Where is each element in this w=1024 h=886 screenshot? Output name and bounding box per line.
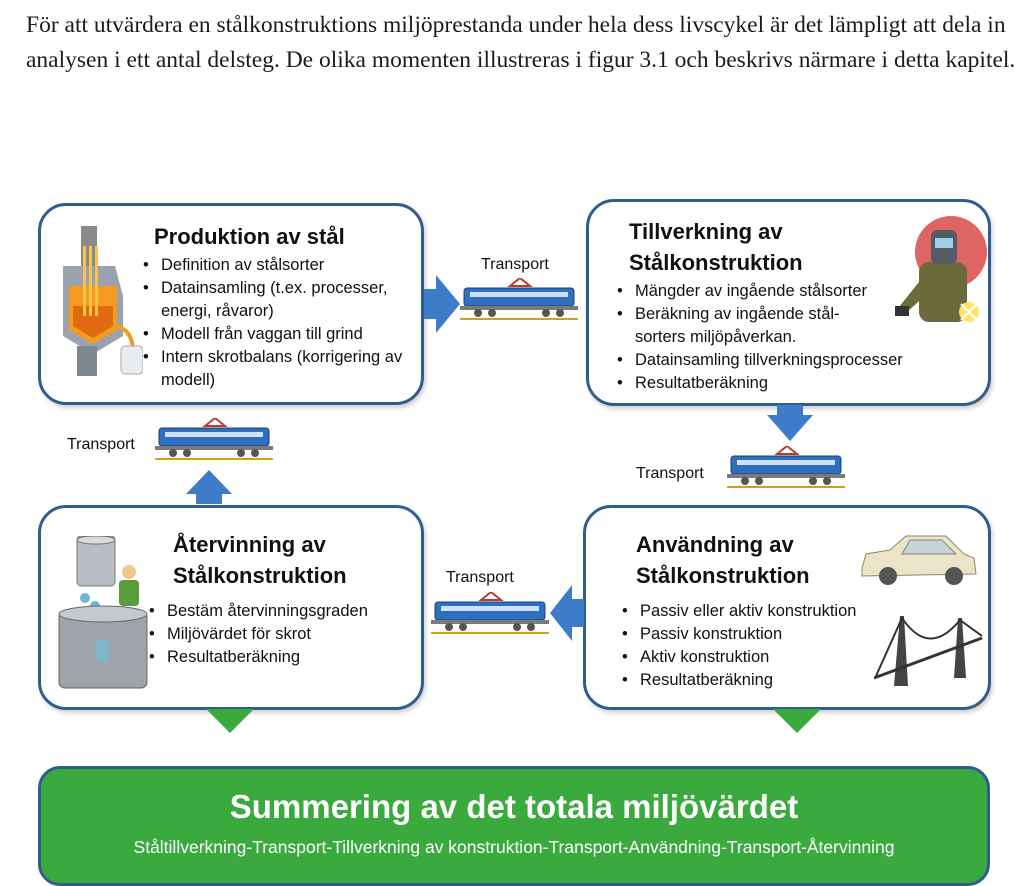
box-produktion: Produktion av stål Definition av stålsor… [38, 203, 424, 405]
box-atervinning: Återvinning av Stålkonstruktion Bestäm å… [38, 505, 424, 710]
arrow-left-icon [550, 585, 584, 641]
list-item: Passiv konstruktion [620, 623, 920, 646]
produktion-list: Definition av stålsorter Datainsamling (… [141, 254, 411, 392]
train-icon [727, 446, 845, 490]
atervinning-list: Bestäm återvinningsgraden Miljövärdet fö… [147, 600, 417, 669]
intro-paragraph: För att utvärdera en stålkonstruktions m… [26, 8, 1016, 78]
arrow-down-green-right-icon [773, 709, 821, 733]
tillverkning-list: Mängder av ingående stålsorter Beräkning… [615, 280, 985, 395]
list-item: Resultatberäkning [620, 669, 920, 692]
transport-label-left: Transport [67, 436, 135, 454]
list-item: Datainsamling tillverkningsprocesser [615, 349, 985, 372]
list-item: Datainsamling (t.ex. processer, energi, … [141, 277, 411, 323]
transport-label-top: Transport [481, 256, 549, 274]
summary-box: Summering av det totala miljövärdet Stål… [38, 766, 990, 886]
summary-title: Summering av det totala miljövärdet [41, 787, 987, 827]
atervinning-title-line2: Stålkonstruktion [173, 561, 347, 591]
arrow-down-green-left-icon [206, 709, 254, 733]
list-item: Intern skrotbalans (korrigering av model… [141, 346, 411, 392]
anvandning-title-line2: Stålkonstruktion [636, 561, 810, 591]
anvandning-list: Passiv eller aktiv konstruktion Passiv k… [620, 600, 920, 692]
list-item: Definition av stålsorter [141, 254, 411, 277]
list-item: Aktiv konstruktion [620, 646, 920, 669]
car-illustration [856, 528, 980, 592]
summary-subtitle: Ståltillverkning-Transport-Tillverkning … [41, 835, 987, 859]
list-item: Resultatberäkning [615, 372, 985, 395]
box-anvandning: Användning av Stålkonstruktion Passiv el… [583, 505, 991, 710]
arrow-down-icon [767, 405, 813, 441]
arrow-right-icon [424, 275, 460, 333]
recycling-container-illustration [55, 536, 155, 696]
box-tillverkning: Tillverkning av Stålkonstruktion Mängder… [586, 199, 991, 406]
list-item: Beräkning av ingående stål-sorters miljö… [615, 303, 865, 349]
atervinning-title-line1: Återvinning av [173, 530, 326, 560]
list-item: Modell från vaggan till grind [141, 323, 411, 346]
list-item: Miljövärdet för skrot [147, 623, 417, 646]
transport-label-bottom: Transport [446, 569, 514, 587]
list-item: Resultatberäkning [147, 646, 417, 669]
transport-label-right: Transport [636, 465, 704, 483]
train-icon [460, 278, 578, 322]
tillverkning-title-line2: Stålkonstruktion [629, 248, 803, 278]
arrow-up-icon [186, 470, 232, 504]
tillverkning-title-line1: Tillverkning av [629, 217, 783, 247]
train-icon [431, 592, 549, 636]
train-icon [155, 418, 273, 462]
list-item: Passiv eller aktiv konstruktion [620, 600, 920, 623]
list-item: Bestäm återvinningsgraden [147, 600, 417, 623]
anvandning-title-line1: Användning av [636, 530, 794, 560]
produktion-title: Produktion av stål [154, 222, 345, 252]
list-item: Mängder av ingående stålsorter [615, 280, 985, 303]
steel-furnace-illustration [53, 226, 143, 376]
